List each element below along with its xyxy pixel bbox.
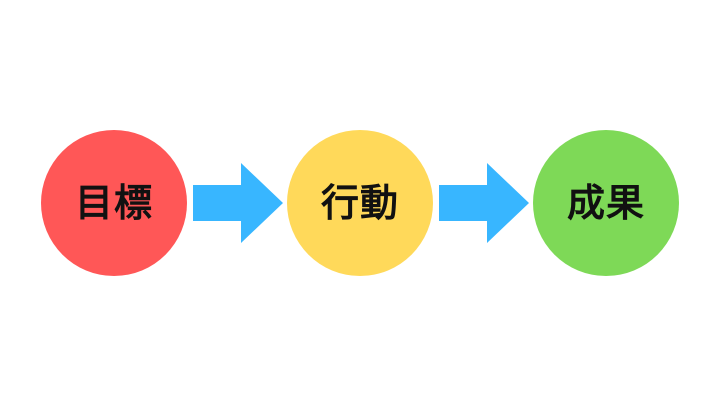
step-goal-label: 目標 bbox=[74, 181, 153, 225]
step-result-circle: 成果 bbox=[533, 130, 679, 276]
right-arrow-shape bbox=[439, 163, 529, 243]
right-arrow-icon bbox=[439, 163, 529, 243]
right-arrow-shape bbox=[193, 163, 283, 243]
step-result-label: 成果 bbox=[566, 181, 645, 225]
step-action-circle: 行動 bbox=[287, 130, 433, 276]
step-goal-circle: 目標 bbox=[41, 130, 187, 276]
right-arrow-icon bbox=[193, 163, 283, 243]
step-action-label: 行動 bbox=[320, 181, 399, 225]
